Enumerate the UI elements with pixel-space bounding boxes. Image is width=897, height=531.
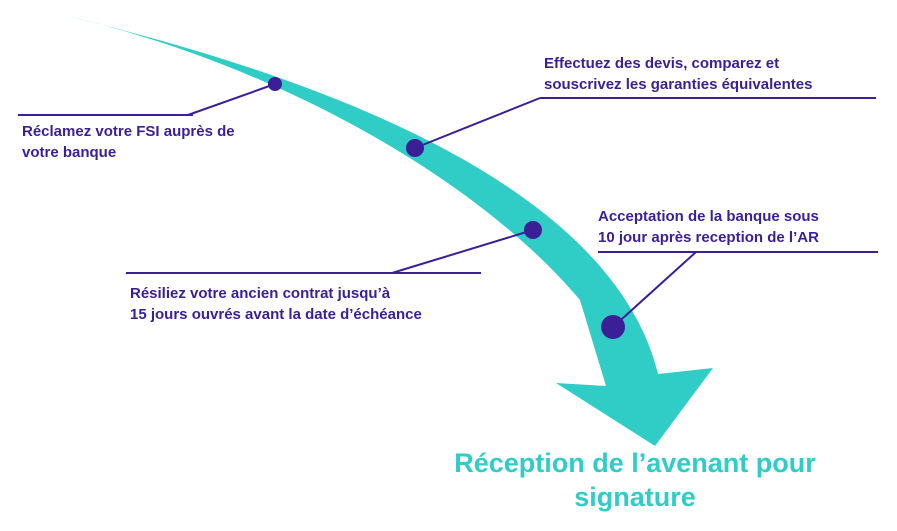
- step-2-label: Effectuez des devis, comparez et souscri…: [544, 53, 812, 95]
- curved-arrow-body: [66, 16, 713, 446]
- step-1-marker: [268, 77, 282, 91]
- step-3-label: Résiliez votre ancien contrat jusqu’à 15…: [130, 283, 422, 325]
- step-4-line-1: Acceptation de la banque sous: [598, 208, 819, 225]
- step-3-marker: [524, 221, 542, 239]
- step-2-marker: [406, 139, 424, 157]
- step-2-line-2: souscrivez les garanties équivalentes: [544, 76, 813, 93]
- step-1-line-1: Réclamez votre FSI auprès de: [22, 123, 235, 140]
- final-step-line-2: signature: [574, 482, 696, 512]
- final-step-title: Réception de l’avenant pour signature: [410, 446, 860, 514]
- step-2-line-1: Effectuez des devis, comparez et: [544, 55, 780, 72]
- step-1-label: Réclamez votre FSI auprès de votre banqu…: [22, 121, 235, 163]
- step-4-marker: [601, 315, 625, 339]
- step-4-line-2: 10 jour après reception de l’AR: [598, 229, 819, 246]
- final-step-line-1: Réception de l’avenant pour: [454, 448, 816, 478]
- step-3-line-2: 15 jours ouvrés avant la date d’échéance: [130, 306, 422, 323]
- step-1-line-2: votre banque: [22, 144, 117, 161]
- step-3-connector: [391, 229, 534, 274]
- step-2-connector: [414, 97, 541, 149]
- step-4-connector: [612, 251, 697, 328]
- step-4-label: Acceptation de la banque sous 10 jour ap…: [598, 206, 819, 248]
- step-3-line-1: Résiliez votre ancien contrat jusqu’à: [130, 285, 391, 302]
- step-1-connector: [187, 83, 276, 116]
